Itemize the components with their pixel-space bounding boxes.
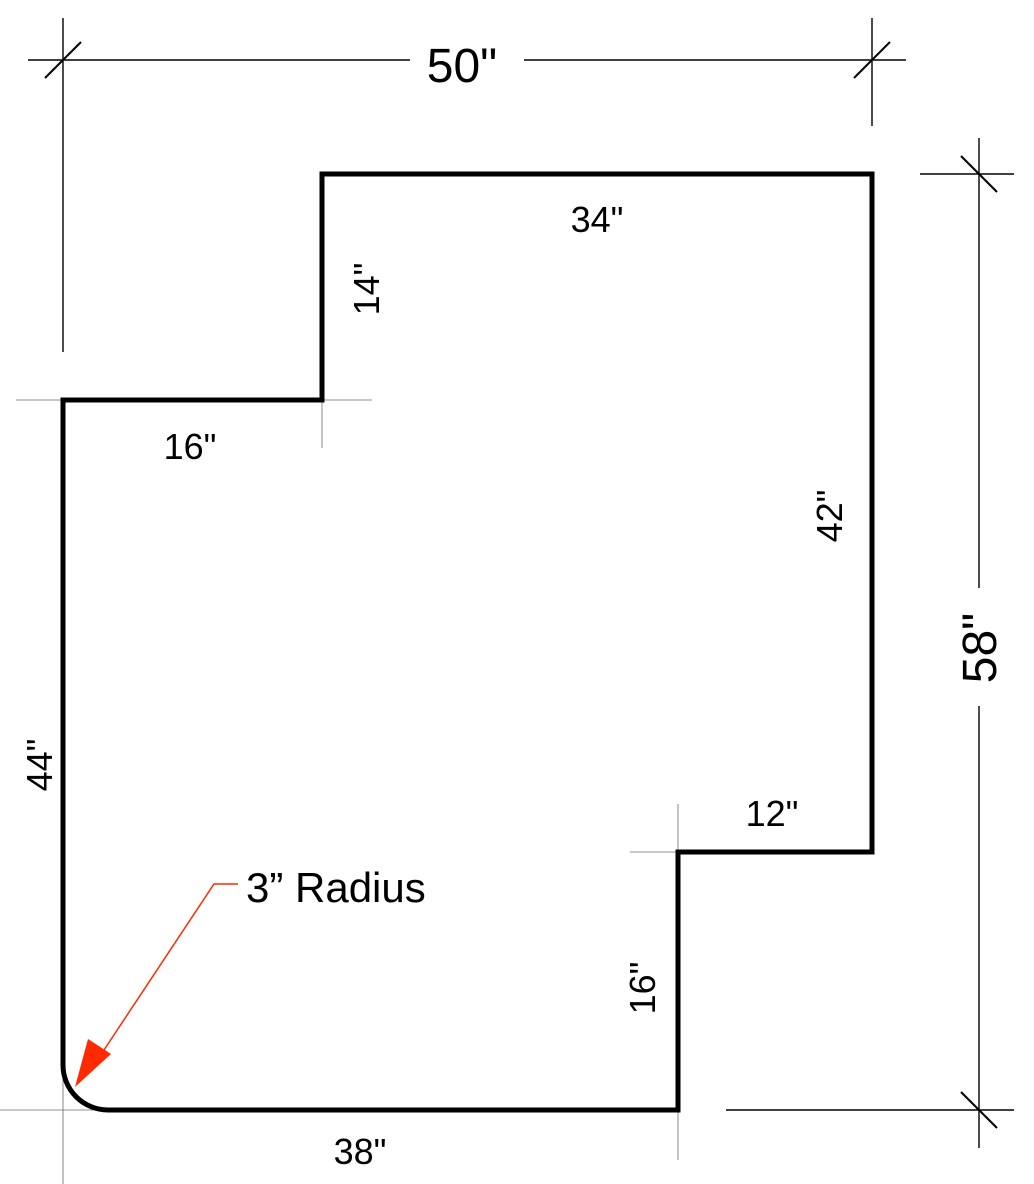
bottom-edge-label: 38" [334,1131,387,1172]
tick-mark-bottom [960,1091,998,1129]
countertop-outline [60,171,875,1113]
radius-callout-label: 3” Radius [246,864,426,911]
overall-height-dimension: 58" [726,138,1014,1148]
lower-step-height-label: 16" [622,962,663,1015]
overall-width-dimension: 50" [28,18,906,352]
callout-leader-line [103,883,238,1051]
tick-mark-right [853,41,891,79]
top-edge-label: 34" [571,199,624,240]
right-edge-label: 42" [809,490,850,543]
projection-lines [0,399,679,1184]
edge-labels: 34" 14" 16" 42" 44" 12" 16" 38" [19,199,850,1172]
lower-step-width-label: 12" [746,793,799,834]
upper-step-width-label: 16" [164,426,217,467]
tick-mark-top [960,155,998,193]
upper-step-height-label: 14" [346,263,387,316]
callout-arrowhead-icon [75,1039,111,1087]
tick-mark-left [44,41,82,79]
left-edge-label: 44" [19,739,60,792]
overall-width-label: 50" [427,40,497,93]
radius-callout: 3” Radius [75,864,426,1087]
overall-height-label: 58" [954,613,1007,683]
